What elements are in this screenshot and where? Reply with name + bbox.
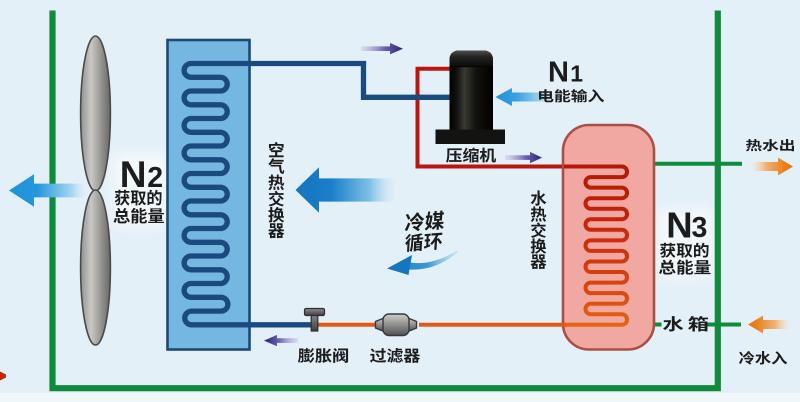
svg-text:N: N	[666, 204, 692, 245]
svg-text:2: 2	[147, 162, 163, 194]
svg-text:N: N	[548, 57, 569, 89]
svg-text:N: N	[120, 154, 147, 195]
svg-text:1: 1	[570, 60, 583, 86]
svg-text:3: 3	[692, 212, 708, 244]
